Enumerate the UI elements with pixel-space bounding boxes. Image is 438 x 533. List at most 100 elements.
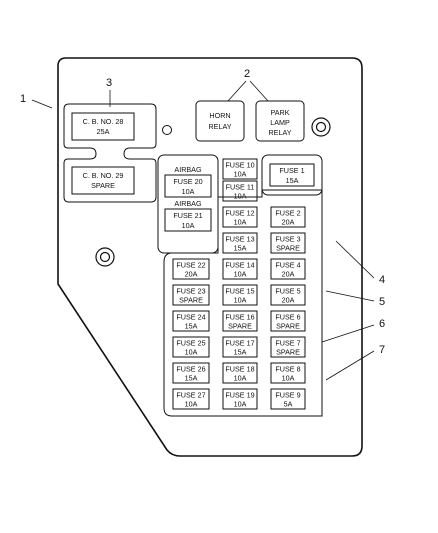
fuse-right-4-label: FUSE 5 <box>275 287 300 296</box>
callout-4: 4 <box>379 274 385 286</box>
circuit-breaker-29: C. B. NO. 29 SPARE <box>71 166 135 195</box>
fuse-right-7-rating: 10A <box>282 374 295 383</box>
park-lamp-relay: PARK LAMP RELAY <box>255 100 305 142</box>
svg-text:10A: 10A <box>182 187 195 196</box>
callout-6: 6 <box>379 318 385 330</box>
fuse-left-6-label: FUSE 27 <box>176 391 205 400</box>
svg-text:LAMP: LAMP <box>270 118 290 127</box>
fuse-left-1-label: FUSE 22 <box>176 261 205 270</box>
svg-text:C. B. NO. 29: C. B. NO. 29 <box>83 171 124 180</box>
fuse-right-5-label: FUSE 6 <box>275 313 300 322</box>
fuse-middle-5-label: FUSE 14 <box>225 261 254 270</box>
fuse-right-8-label: FUSE 9 <box>275 391 300 400</box>
mounting-bolt-lower <box>95 247 115 267</box>
fuse-left-5-label: FUSE 26 <box>176 365 205 374</box>
fuse-left-3-rating: 15A <box>185 322 198 331</box>
fuse-middle-7-rating: SPARE <box>228 322 252 331</box>
svg-text:SPARE: SPARE <box>91 181 115 190</box>
fuse-left-6-rating: 10A <box>185 400 198 409</box>
fuse-middle-2-label: FUSE 11 <box>226 183 255 192</box>
circuit-breaker-bracket <box>63 103 157 203</box>
fuse-left-2-rating: SPARE <box>179 296 203 305</box>
svg-text:AIRBAG: AIRBAG <box>174 199 202 208</box>
fuse-left-5-rating: 15A <box>185 374 198 383</box>
svg-text:RELAY: RELAY <box>268 128 291 137</box>
fuse-right-2-rating: SPARE <box>276 244 300 253</box>
callout-2: 2 <box>244 68 250 80</box>
fuse-1: FUSE 1 15A <box>269 163 315 187</box>
mounting-bolt-upper <box>311 117 331 137</box>
fuse-right-8: FUSE 95A <box>270 388 306 410</box>
svg-text:FUSE 21: FUSE 21 <box>173 211 202 220</box>
svg-text:10A: 10A <box>182 221 195 230</box>
fuse-right-5-rating: SPARE <box>276 322 300 331</box>
fuse-right-8-rating: 5A <box>284 400 293 409</box>
svg-text:RELAY: RELAY <box>208 122 231 131</box>
svg-text:FUSE 20: FUSE 20 <box>173 177 202 186</box>
fuse-middle-10-rating: 10A <box>234 400 247 409</box>
callout-5: 5 <box>379 296 385 308</box>
svg-text:HORN: HORN <box>209 111 230 120</box>
fuse-middle-1-label: FUSE 10 <box>225 161 254 170</box>
fuse-middle-6-rating: 10A <box>234 296 247 305</box>
small-hole <box>162 125 172 135</box>
leader-lines <box>31 80 375 381</box>
fuse-middle-6-label: FUSE 15 <box>225 287 254 296</box>
fuse-right-3-rating: 20A <box>282 270 295 279</box>
fuse-right-4-rating: 20A <box>282 296 295 305</box>
fuse-left-1-rating: 20A <box>185 270 198 279</box>
fuse-left-4-rating: 10A <box>185 348 198 357</box>
main-fuse-block-housing <box>163 189 323 417</box>
fuse-middle-8-rating: 15A <box>234 348 247 357</box>
svg-text:C. B. NO. 28: C. B. NO. 28 <box>83 117 124 126</box>
circuit-breaker-28: C. B. NO. 28 25A <box>71 112 135 141</box>
fuse-right-1-rating: 20A <box>282 218 295 227</box>
fuse-middle-8-label: FUSE 17 <box>225 339 254 348</box>
fuse-middle-9-label: FUSE 18 <box>225 365 254 374</box>
fuse-middle-3-label: FUSE 12 <box>225 209 254 218</box>
callout-7: 7 <box>379 344 385 356</box>
fuse-middle-4-rating: 15A <box>234 244 247 253</box>
svg-text:AIRBAG: AIRBAG <box>174 165 202 174</box>
fuse-middle-3-rating: 10A <box>234 218 247 227</box>
horn-relay: HORN RELAY <box>195 100 245 142</box>
svg-text:15A: 15A <box>286 176 299 185</box>
fuse-middle-1-rating: 10A <box>234 170 247 179</box>
airbag-fuse-21: AIRBAG FUSE 21 10A <box>164 199 212 232</box>
svg-text:25A: 25A <box>97 127 110 136</box>
fuse-middle-4-label: FUSE 13 <box>225 235 254 244</box>
fuse-right-3-label: FUSE 4 <box>275 261 300 270</box>
callout-1: 1 <box>20 93 26 105</box>
svg-text:PARK: PARK <box>270 108 289 117</box>
fuse-right-1-label: FUSE 2 <box>275 209 300 218</box>
fuse-right-6-label: FUSE 7 <box>275 339 300 348</box>
fuse-middle-9-rating: 10A <box>234 374 247 383</box>
callout-3: 3 <box>106 77 112 89</box>
svg-text:FUSE 1: FUSE 1 <box>279 166 304 175</box>
fuse-right-6-rating: SPARE <box>276 348 300 357</box>
fuse-left-4-label: FUSE 25 <box>176 339 205 348</box>
fuse-middle-10-label: FUSE 19 <box>225 391 254 400</box>
fuse-middle-2-rating: 10A <box>234 192 247 201</box>
